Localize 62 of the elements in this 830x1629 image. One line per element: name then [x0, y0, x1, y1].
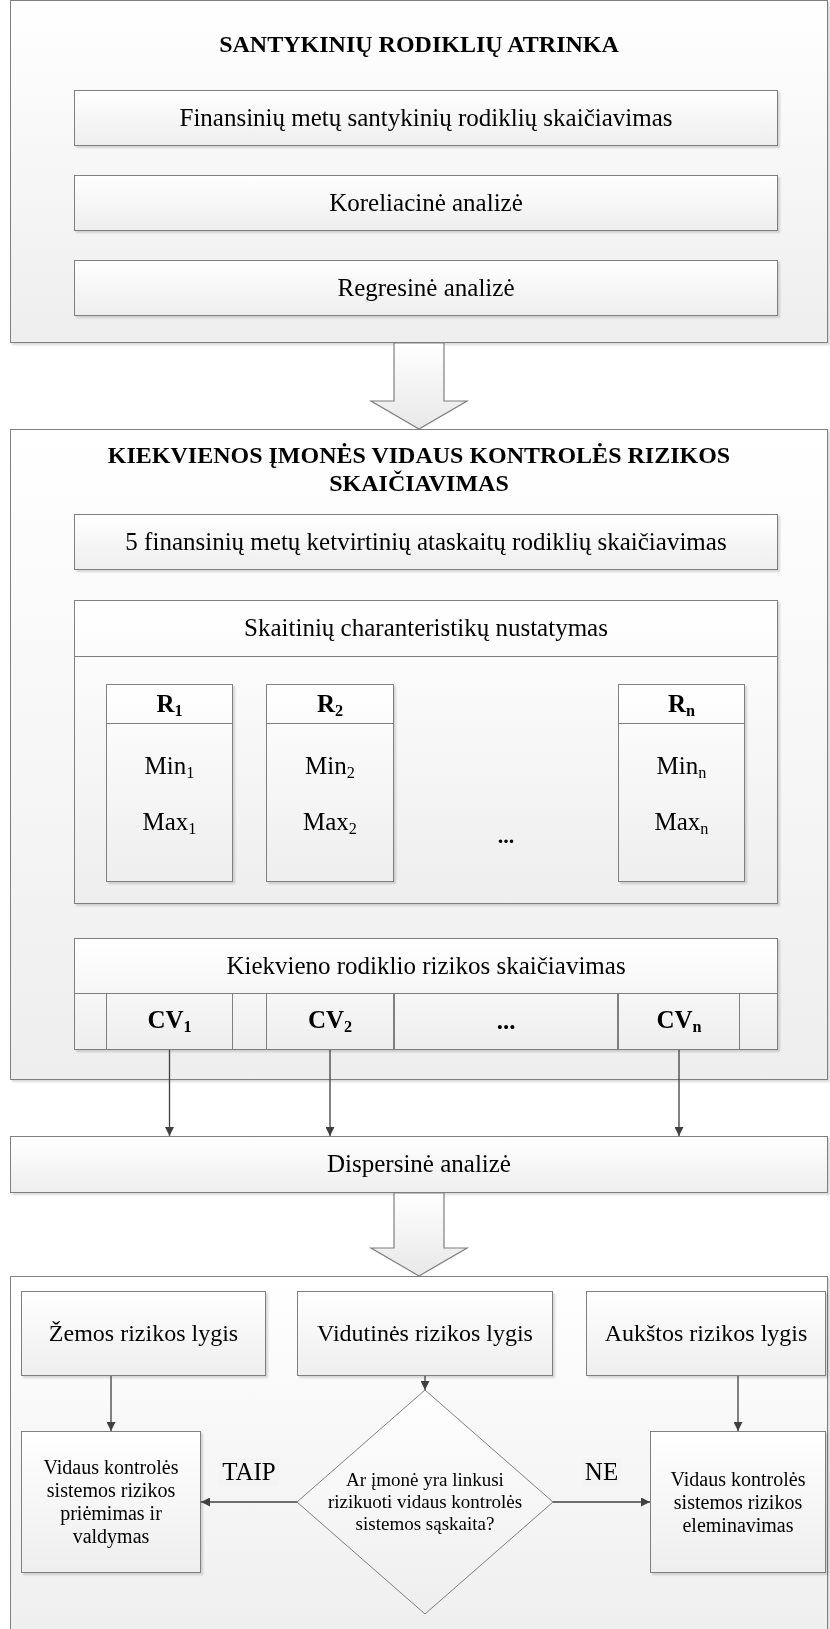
arrow [552, 1497, 651, 1507]
arrow [674, 1049, 684, 1137]
panel-box [74, 938, 778, 1050]
box-label: Finansinių metų santykinių rodiklių skaičiavimas [178, 103, 674, 133]
table-cell [106, 993, 233, 1050]
indicator-name: R$_{1}$ [155, 689, 184, 721]
indicator-value: Min$_{1}$ [143, 752, 196, 783]
process-box [74, 90, 778, 146]
box-label: Vidaus kontrolės sistemos rizikos eleminavimas [669, 1467, 807, 1537]
process-box [297, 1291, 553, 1376]
box-label: 5 finansinių metų ketvirtinių ataskaitų rodiklių skaičiavimas [124, 527, 728, 557]
indicator-value: Min$_{2}$ [304, 752, 356, 783]
cell-label: ... [495, 1007, 517, 1036]
box-label: Vidaus kontrolės sistemos rizikos priėmimas ir valdymas [42, 1456, 180, 1548]
indicator-name: R$_{n}$ [666, 689, 697, 721]
indicator-value: Max$_{1}$ [141, 808, 198, 839]
container-box [10, 1276, 828, 1629]
indicator-name: R$_{2}$ [315, 689, 345, 721]
table-cell [618, 993, 740, 1050]
table-cell [394, 993, 618, 1050]
box-label: Regresinė analizė [336, 273, 516, 303]
container-box [10, 429, 828, 1080]
panel-box [74, 600, 778, 904]
section-title: SANTYKINIŲ RODIKLIŲ ATRINKA [218, 31, 620, 59]
cell-label: CV$_{2}$ [306, 1006, 354, 1037]
arrow [325, 1049, 335, 1137]
panel-title: Kiekvieno rodiklio rizikos skaičiavimas [225, 951, 627, 981]
process-box [10, 1136, 828, 1193]
box-label: Dispersinė analizė [326, 1150, 512, 1179]
process-box [74, 175, 778, 231]
arrow [200, 1497, 298, 1507]
process-box [74, 260, 778, 316]
box-label: Vidutinės rizikos lygis [316, 1319, 534, 1348]
cell-label: CV$_{n}$ [655, 1006, 703, 1037]
box-label: Aukštos rizikos lygis [603, 1319, 809, 1348]
table-cell [266, 993, 394, 1050]
indicator-box [106, 684, 233, 882]
indicator-box [266, 684, 394, 882]
process-box [21, 1431, 201, 1573]
ellipsis-label: ... [496, 823, 516, 849]
panel-title: Skaitinių charanteristikų nustatymas [243, 614, 609, 643]
arrow [733, 1375, 743, 1432]
box-label: Koreliacinė analizė [328, 188, 524, 218]
process-box [650, 1431, 826, 1573]
process-box [74, 514, 778, 570]
block-arrow [368, 1192, 470, 1277]
cell-label: CV$_{1}$ [146, 1006, 193, 1037]
process-box [586, 1291, 826, 1376]
arrow [106, 1375, 116, 1432]
decision-text: Ar įmonė yra linkusi rizikuoti vidaus kontrolės sistemos sąskaita? [327, 1469, 523, 1535]
process-box [21, 1291, 266, 1376]
indicator-value: Max$_{2}$ [302, 808, 358, 839]
indicator-box [618, 684, 745, 882]
section-title: KIEKVIENOS ĮMONĖS VIDAUS KONTROLĖS RIZIKOS SKAIČIAVIMAS [106, 442, 732, 498]
indicator-value: Max$_{n}$ [653, 808, 710, 839]
arrow [420, 1375, 430, 1391]
box-label: Žemos rizikos lygis [47, 1319, 240, 1348]
container-box [10, 0, 828, 343]
arrow [165, 1049, 174, 1137]
indicator-value: Min$_{n}$ [655, 752, 708, 783]
block-arrow [368, 342, 470, 430]
decision-diamond [297, 1390, 553, 1614]
